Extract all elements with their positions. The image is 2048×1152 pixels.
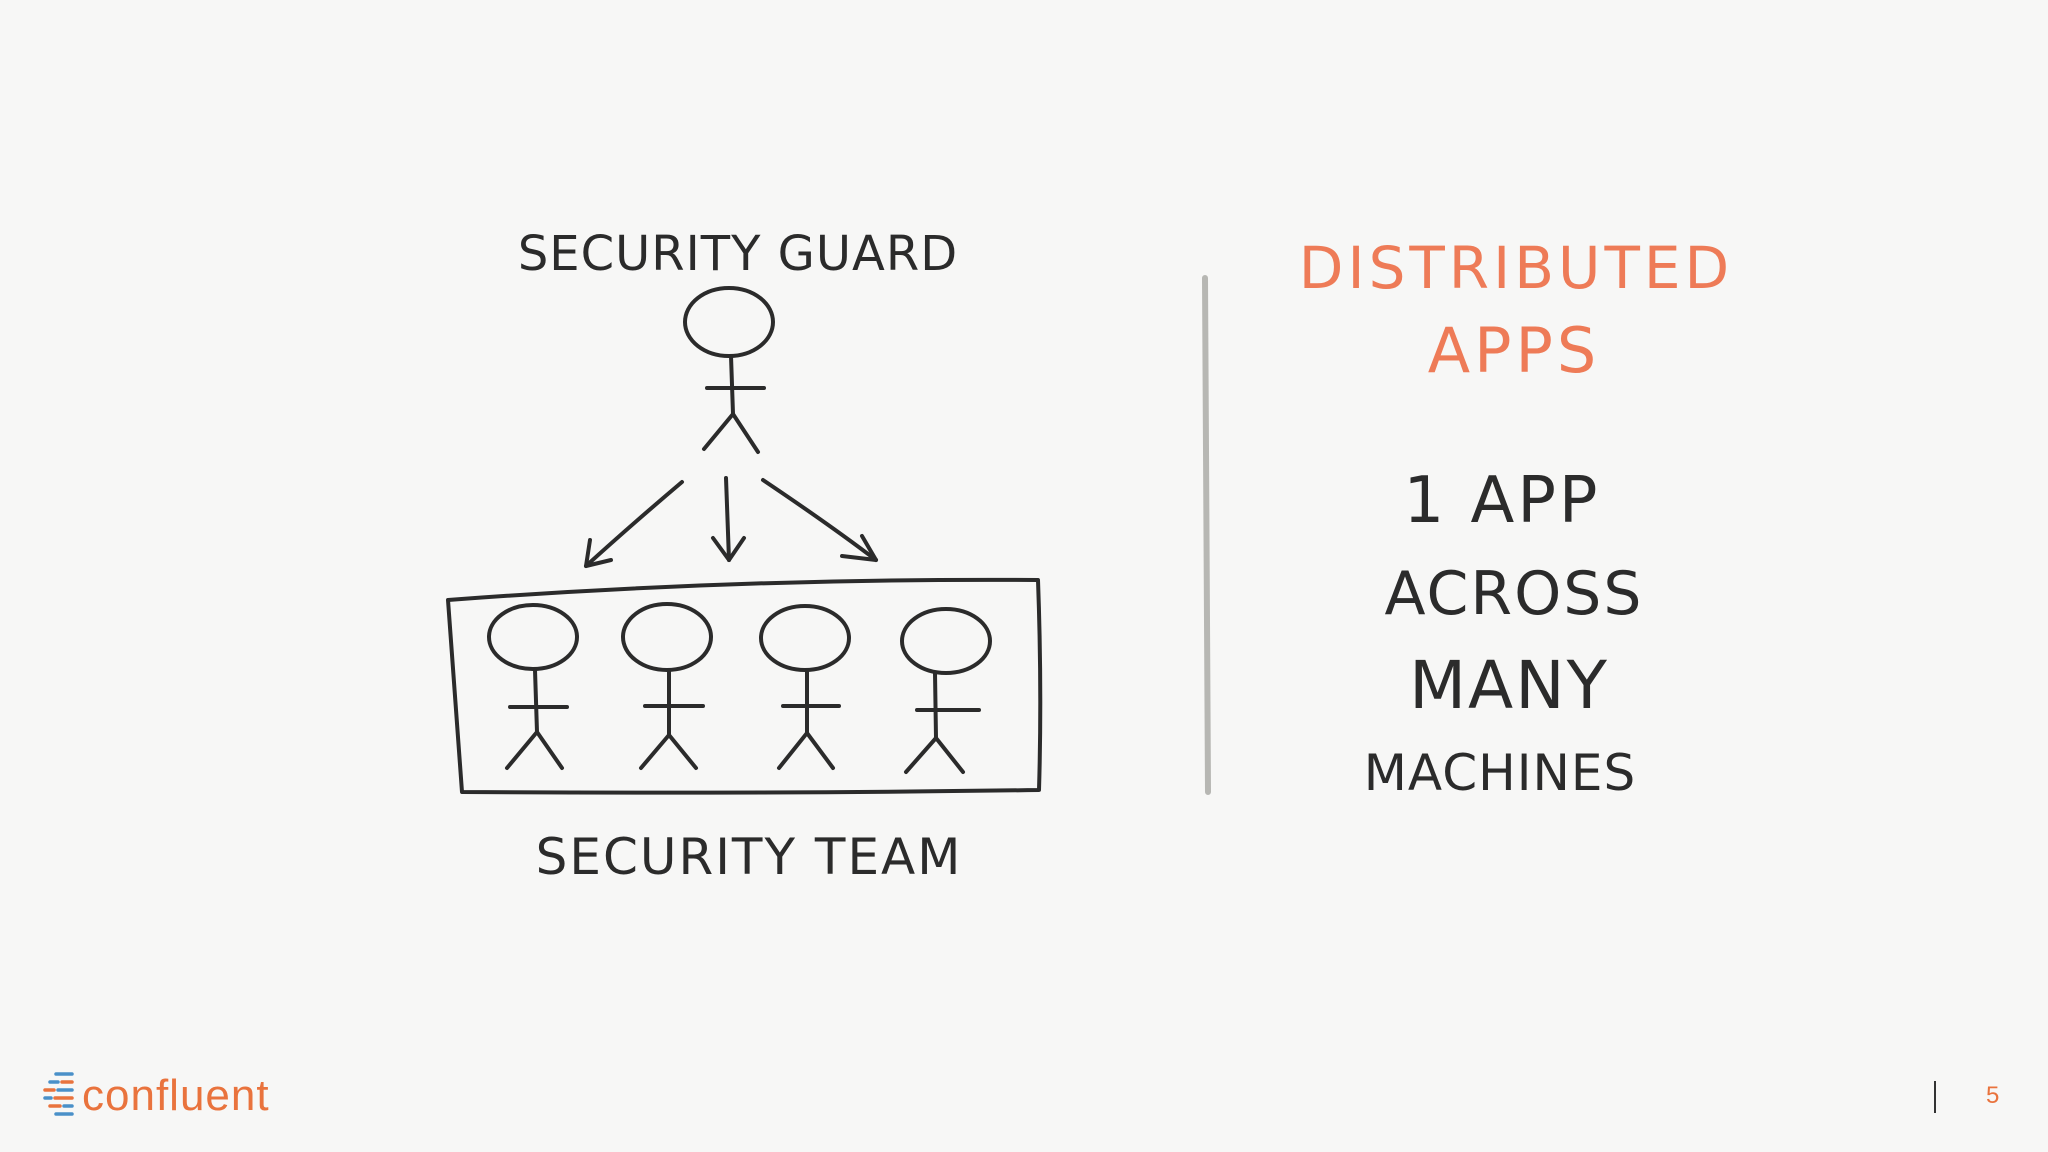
text-one-app: 1 APP: [1403, 464, 1600, 538]
page-number-separator: [1934, 1081, 1936, 1113]
heading-distributed: DISTRIBUTED: [1299, 234, 1733, 302]
heading-apps: APPS: [1428, 314, 1601, 387]
confluent-logo: confluent: [42, 1068, 270, 1124]
page-number: 5: [1986, 1082, 2000, 1109]
text-many: MANY: [1409, 647, 1609, 724]
team-member-2: [621, 602, 713, 770]
team-member-4: [900, 607, 992, 774]
confluent-wordmark: confluent: [82, 1071, 270, 1120]
security-team-label: SECURITY TEAM: [536, 828, 963, 886]
security-guard-figure: [683, 286, 775, 454]
team-member-3: [759, 604, 851, 770]
confluent-logo-icon: [43, 1072, 74, 1116]
security-team-box: [446, 577, 1043, 795]
security-guard-label: SECURITY GUARD: [518, 226, 958, 282]
team-member-1: [487, 603, 579, 770]
divider-line: [1202, 275, 1211, 795]
text-machines: MACHINES: [1364, 744, 1636, 802]
delegation-arrows: [584, 476, 878, 568]
text-across: ACROSS: [1385, 559, 1644, 629]
